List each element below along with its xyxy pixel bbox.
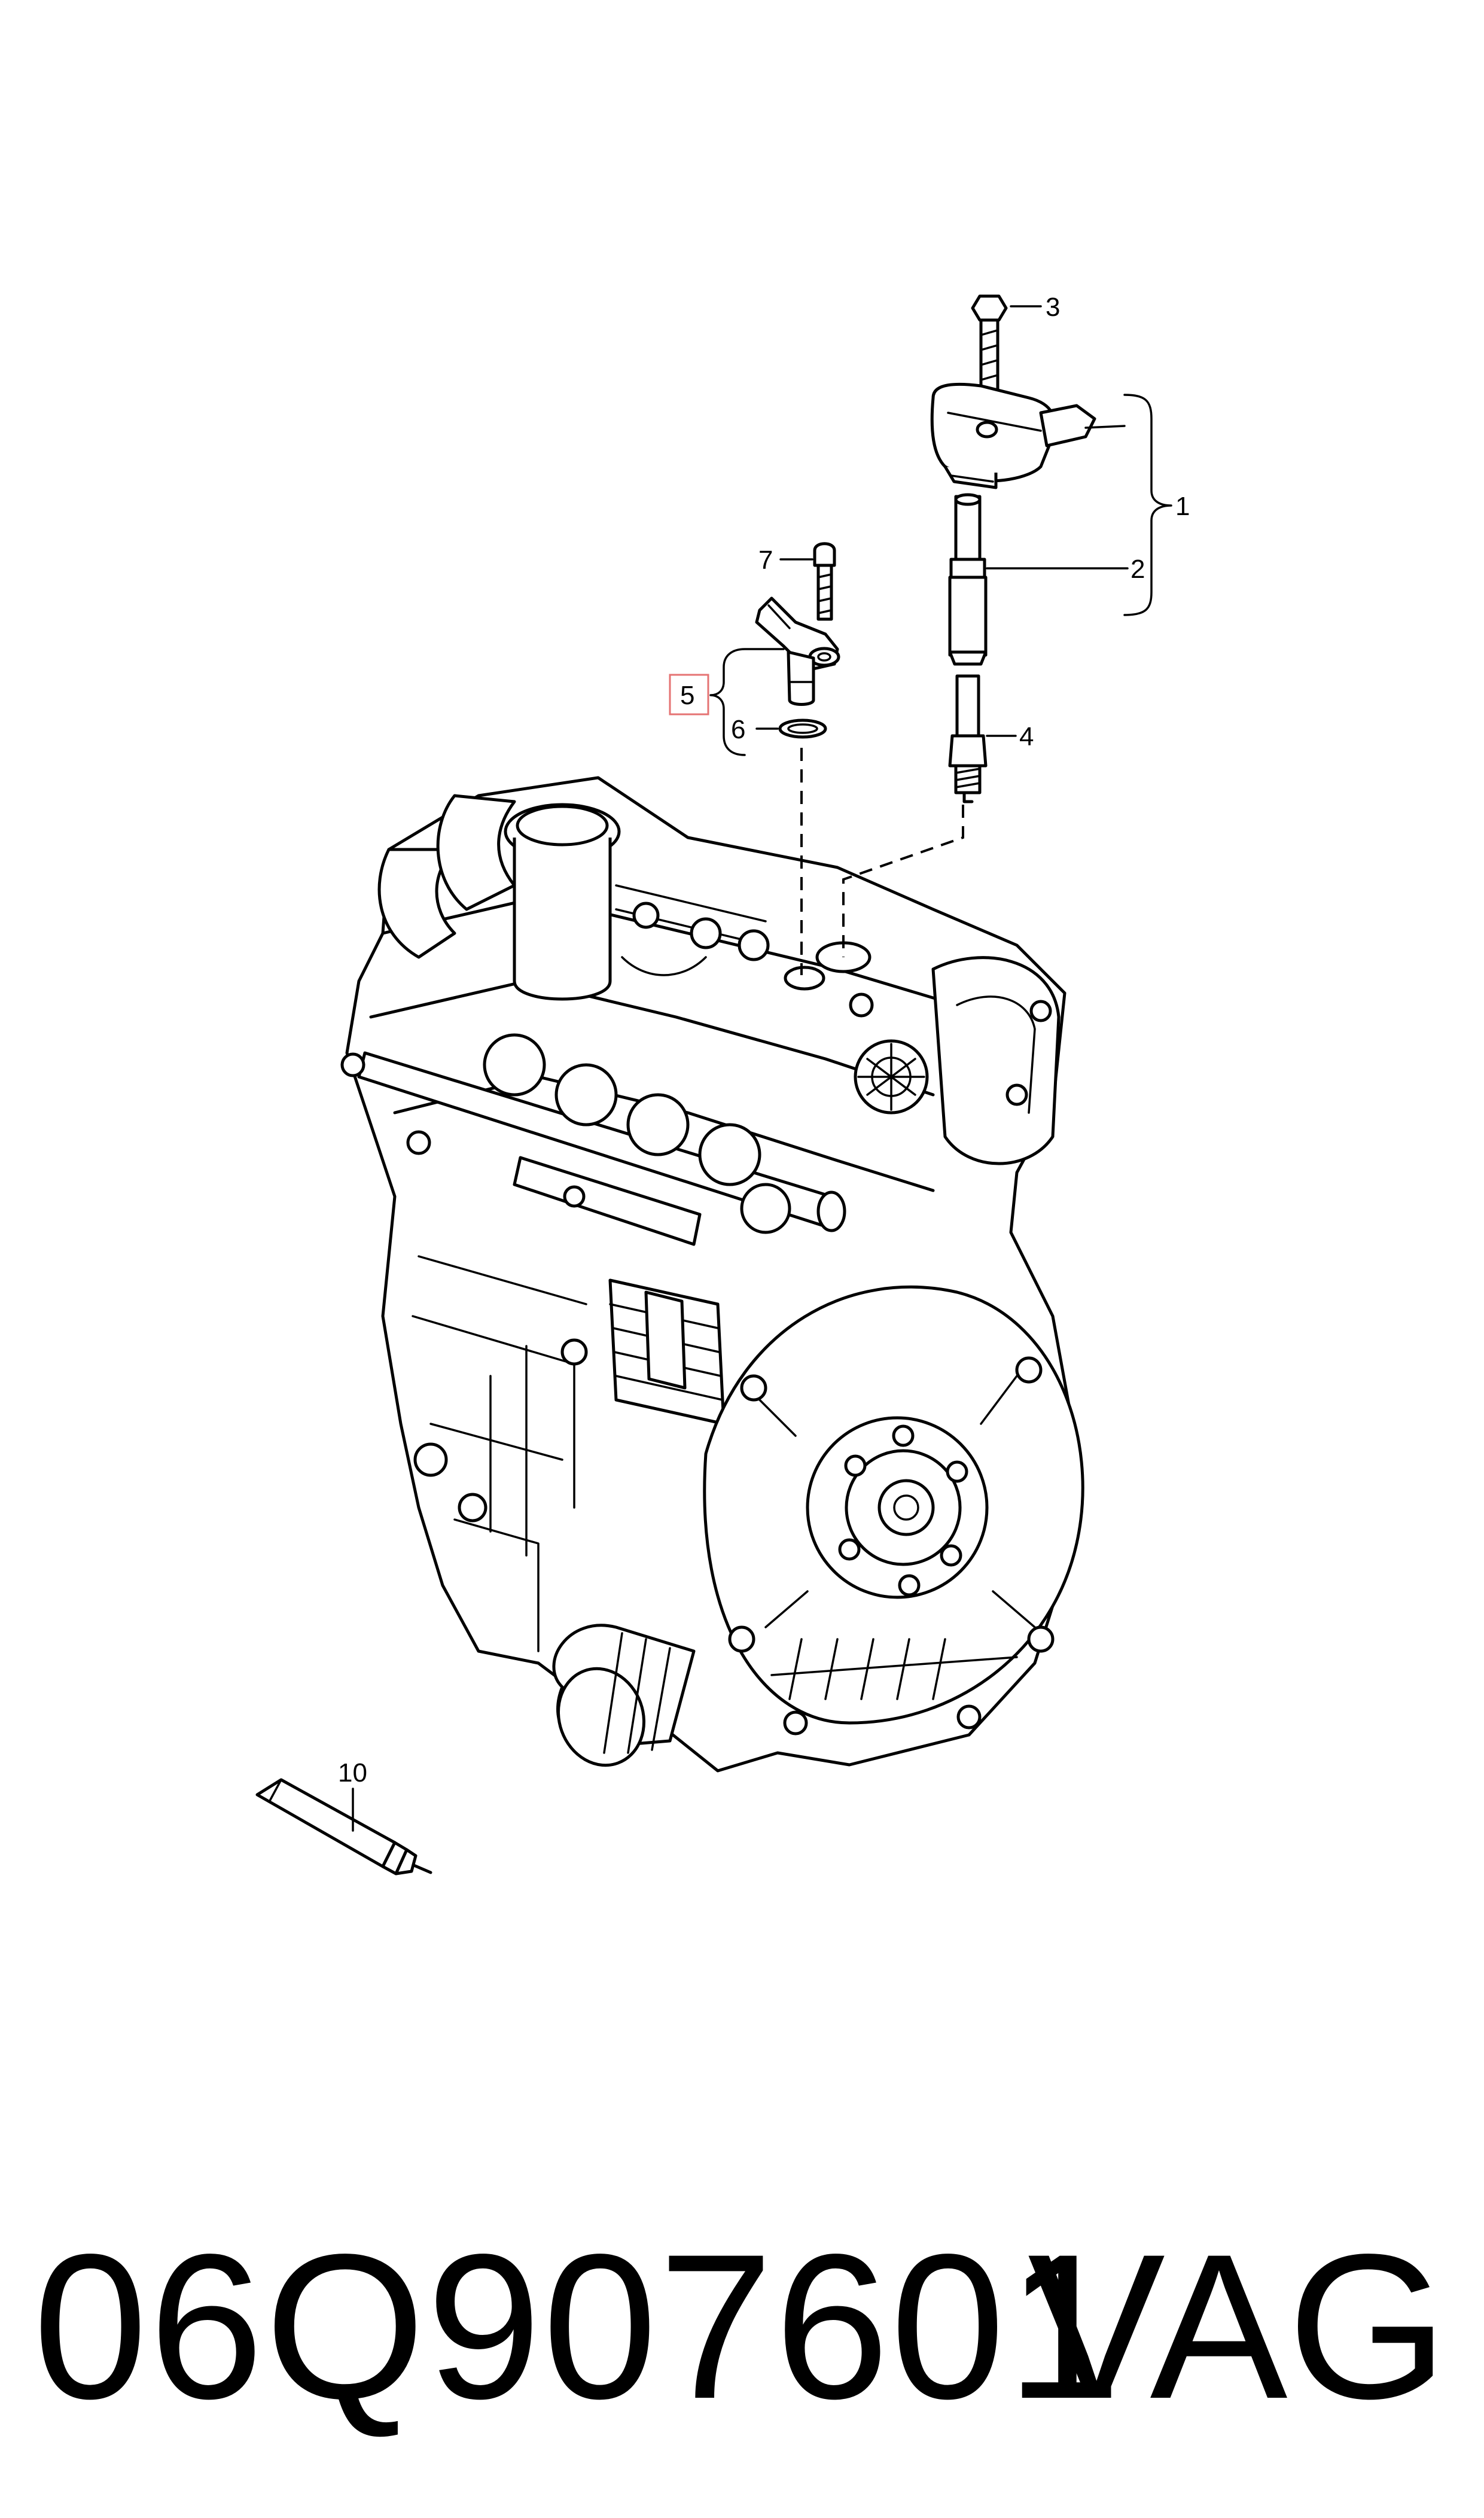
callout-4: 4 (1019, 722, 1034, 751)
engine-block (340, 776, 1084, 1773)
assembly-lines (800, 748, 964, 975)
sealant-tube (255, 1778, 432, 1875)
footer: 06Q907601 VAG (0, 2202, 1484, 2453)
leader-1a (1084, 425, 1126, 429)
coil-bolt (971, 294, 1008, 394)
spark-plug (948, 674, 988, 803)
brand-label: VAG (1028, 2212, 1448, 2442)
bracket-1 (1123, 394, 1172, 616)
part-number: 06Q907601 (33, 2212, 1123, 2442)
callout-2: 2 (1130, 555, 1145, 584)
callout-1: 1 (1175, 492, 1190, 521)
sensor-bolt (813, 542, 836, 621)
callout-7: 7 (758, 546, 773, 575)
callout-3: 3 (1046, 293, 1060, 322)
callout-6: 6 (731, 715, 745, 744)
ignition-coil (930, 382, 1096, 489)
o-ring (778, 718, 827, 739)
camshaft-position-sensor (755, 596, 840, 706)
ignition-coil-tube (948, 493, 988, 666)
callout-5: 5 (680, 681, 694, 710)
bracket-5 (709, 648, 785, 756)
highlight-box (669, 674, 709, 715)
callout-10: 10 (338, 1758, 367, 1788)
